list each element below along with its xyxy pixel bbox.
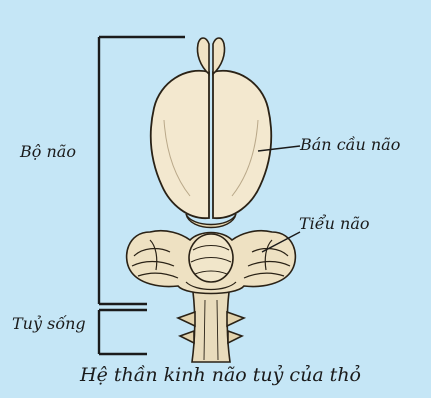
spinal-cord — [178, 292, 244, 362]
label-cerebral-hemispheres: Bán cầu não — [300, 135, 400, 154]
olfactory-bulbs — [197, 38, 224, 74]
label-spinal-cord: Tuỷ sống — [12, 314, 86, 333]
label-brain: Bộ não — [20, 142, 76, 161]
figure-caption: Hệ thần kinh não tuỷ của thỏ — [80, 364, 361, 386]
cerebral-hemispheres — [151, 71, 272, 218]
cerebellum — [127, 231, 296, 294]
label-cerebellum: Tiểu não — [299, 214, 370, 233]
spinal-cord-bracket — [99, 310, 147, 354]
